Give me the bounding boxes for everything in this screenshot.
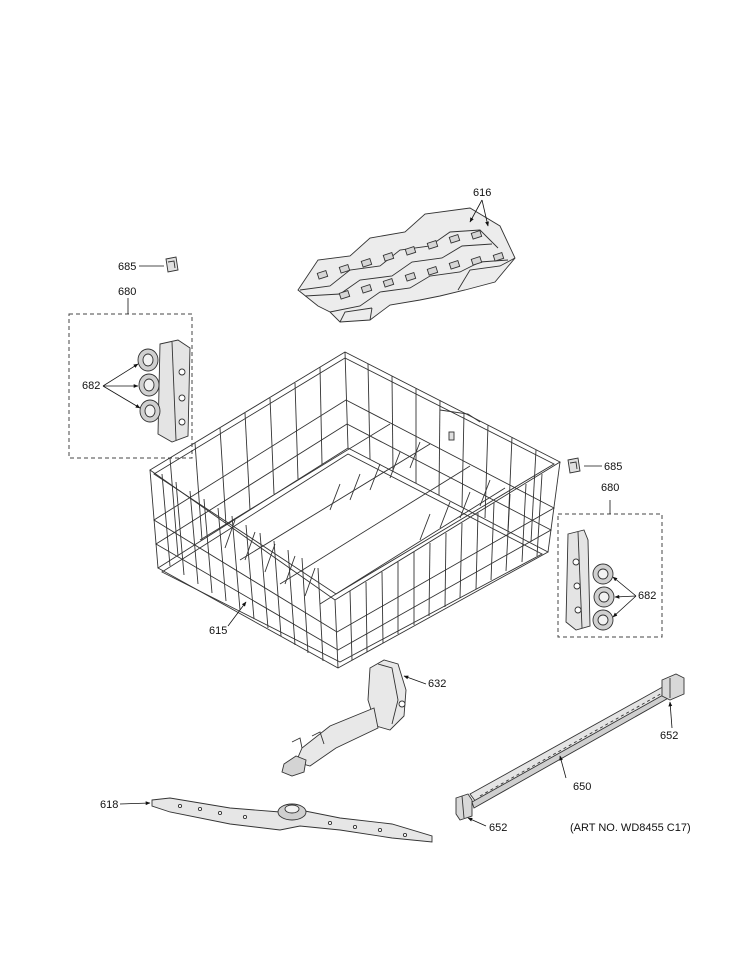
- callout-682-right: 682: [638, 590, 657, 602]
- upper-rack-615: [149, 351, 561, 669]
- leader-650: [559, 755, 567, 779]
- callout-682-left: 682: [82, 380, 101, 392]
- callout-680-right: 680: [601, 482, 620, 494]
- callout-650: 650: [573, 781, 592, 793]
- manifold-632: [281, 659, 407, 777]
- callout-680-left: 680: [118, 286, 137, 298]
- wheels-682-right: [592, 563, 615, 631]
- callout-685-left: 685: [118, 261, 137, 273]
- cup-shelf-616: [297, 207, 516, 323]
- callout-652-left: 652: [489, 822, 508, 834]
- leader-618: [119, 801, 151, 806]
- rack-adjuster-right: [565, 529, 591, 631]
- leader-682-left: [102, 363, 141, 409]
- callout-632: 632: [428, 678, 447, 690]
- rack-adjuster-left: [157, 339, 191, 443]
- clip-685-left: [165, 256, 179, 273]
- callout-615: 615: [209, 625, 228, 637]
- leader-682-right: [612, 576, 637, 618]
- leader-652-right: [668, 701, 673, 729]
- callout-618: 618: [100, 799, 119, 811]
- spray-arm-618: [151, 797, 433, 843]
- end-cap-652-right: [661, 673, 685, 701]
- leader-652-left: [467, 817, 487, 827]
- end-cap-652-left: [455, 793, 473, 821]
- art-number: (ART NO. WD8455 C17): [570, 822, 691, 834]
- clip-685-right: [567, 457, 581, 474]
- leader-616: [469, 199, 489, 227]
- leader-615: [227, 601, 247, 627]
- callout-685-right: 685: [604, 461, 623, 473]
- rail-650: [469, 683, 675, 809]
- wheels-682-left: [137, 348, 161, 423]
- assembly-box-680-left: [68, 313, 193, 459]
- leader-632: [403, 675, 427, 685]
- callout-616: 616: [473, 187, 492, 199]
- callout-652-right: 652: [660, 730, 679, 742]
